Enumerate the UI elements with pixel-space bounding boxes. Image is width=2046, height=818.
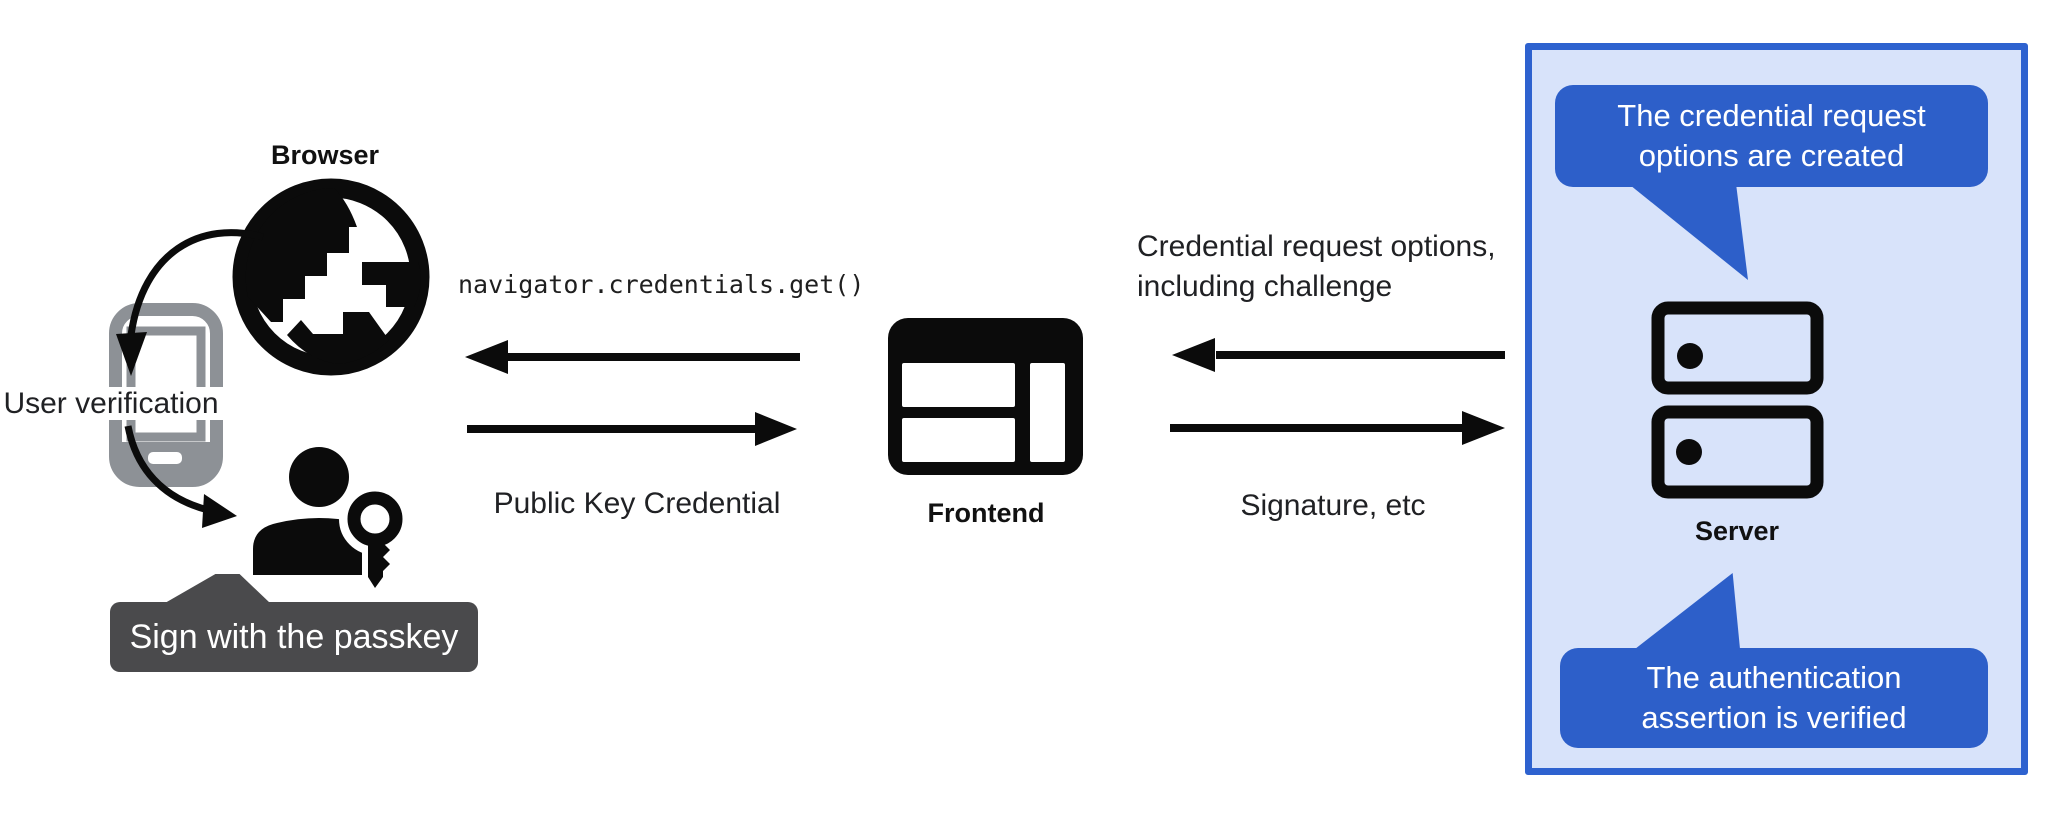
browser-label: Browser [270, 140, 380, 170]
globe-icon [232, 178, 430, 376]
frontend-label: Frontend [927, 498, 1045, 528]
sign-with-passkey-bubble: Sign with the passkey [110, 602, 478, 672]
person-icon [253, 447, 363, 575]
key-icon [339, 483, 411, 599]
server-icon [1651, 301, 1824, 499]
curved-arrow-phone-to-user [124, 425, 237, 528]
credential-options-bubble: The credential request options are creat… [1555, 85, 1988, 187]
public-key-credential-label: Public Key Credential [493, 487, 781, 520]
arrow-credential-options [1172, 338, 1505, 372]
credential-request-label: Credential request options, including ch… [1137, 230, 1496, 303]
arrow-get-call [465, 340, 800, 374]
curved-arrow-browser-to-phone [116, 229, 264, 376]
arrow-signature [1170, 411, 1505, 445]
arrow-public-key-credential [467, 412, 797, 446]
user-verification-label: User verification [0, 384, 225, 424]
assertion-verified-bubble: The authentication assertion is verified [1560, 648, 1988, 748]
frontend-window-icon [888, 318, 1083, 475]
navigator-credentials-get-label: navigator.credentials.get() [458, 270, 865, 299]
server-label: Server [1694, 516, 1780, 546]
signature-label: Signature, etc [1240, 489, 1426, 522]
